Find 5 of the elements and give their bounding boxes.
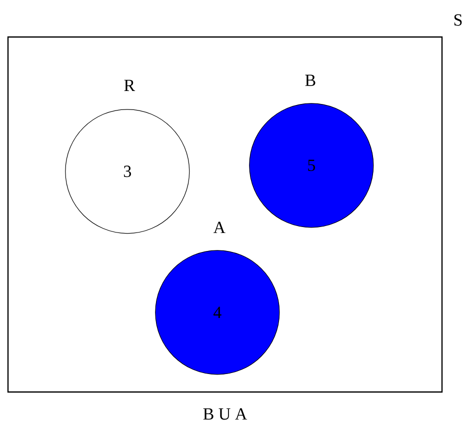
set-label: R [124,80,136,91]
set-label: B [305,74,316,86]
set-label: S [454,14,462,26]
caption: B U A [203,408,248,420]
set-label: A [213,222,226,233]
